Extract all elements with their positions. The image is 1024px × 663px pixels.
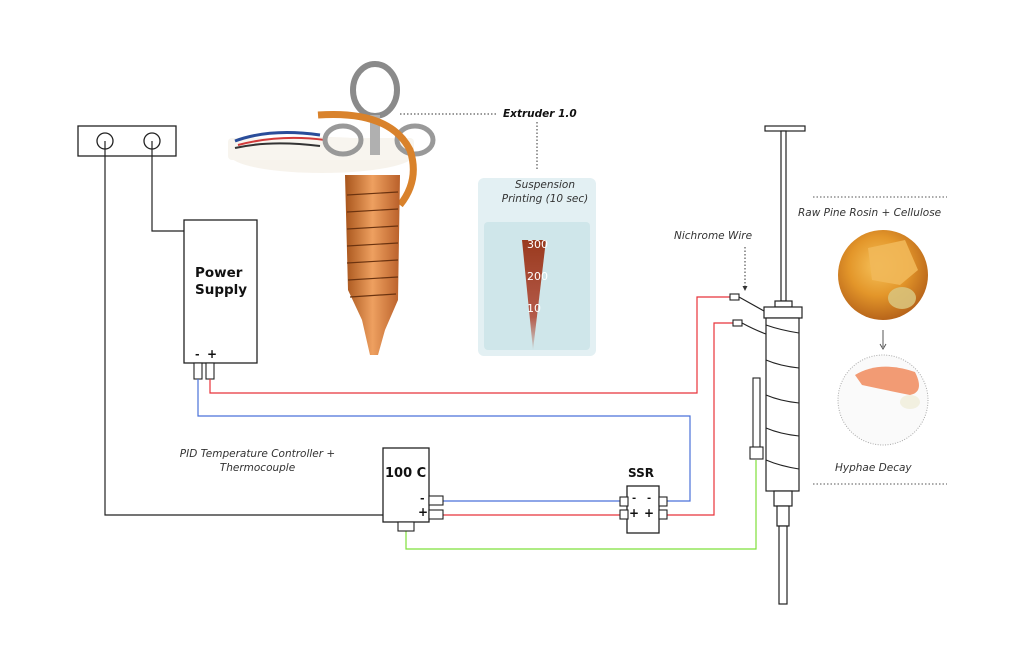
ssr [619,485,668,534]
plunger-rod [780,130,787,302]
ps-terminal-negative [193,362,203,380]
hyphae-decay-label: Hyphae Decay [835,462,912,474]
ps-plus-label: + [207,347,218,361]
pid-minus-label: - [420,492,425,505]
wire-ps-positive-to-nichrome [209,296,730,394]
nichrome-terminal-top [729,293,740,301]
mains-wire-to-pid [104,141,383,516]
pid-plus-label: + [418,505,429,519]
rosin-photo [838,230,928,320]
ssr-minus-left: - [632,493,637,504]
ssr-plus-left: + [629,506,640,520]
pid-controller-label: PID Temperature Controller + Thermocoupl… [179,448,336,474]
beaker-scale-300: 300 [527,238,548,251]
pid-terminal-positive [428,509,444,520]
pid-display: 100 C [385,466,427,481]
nichrome-coil [765,324,800,470]
wall-outlet [77,125,177,157]
beaker-photo [478,178,596,356]
power-supply [183,219,258,380]
wire-thermocouple [405,460,757,550]
syringe [749,125,806,605]
ssr-title: SSR [628,466,654,480]
pid-terminal-thermocouple [397,521,415,532]
ssr-minus-right: - [647,493,652,504]
barrel-flange [763,306,803,319]
pid-terminal-negative [428,495,444,506]
raw-material-label: Raw Pine Rosin + Cellulose [798,207,942,219]
nichrome-wire-label: Nichrome Wire [674,230,753,242]
mains-wire-to-power-supply [151,141,184,232]
hyphae-photo [837,354,929,446]
power-supply-label: Power Supply [195,265,248,298]
wire-ssr-positive-to-nichrome [667,322,733,516]
ssr-plus-right: + [644,506,655,520]
ps-terminal-positive [205,362,215,380]
pid-controller [382,447,444,532]
plunger-handle [764,125,806,132]
beaker-scale-200: 200 [527,270,548,283]
extruder-label: Extruder 1.0 [503,108,577,120]
nichrome-terminal-bottom [732,319,743,327]
extruder-photo [228,61,436,355]
down-arrow-icon [879,343,887,350]
nozzle [778,525,788,605]
wire-ps-negative-to-ssr [197,379,691,502]
ps-minus-label: - [195,348,200,361]
thermocouple-probe [752,377,761,449]
beaker-scale-10: 10 [527,302,541,315]
suspension-printing-label: Suspension Printing (10 sec) [501,179,589,205]
